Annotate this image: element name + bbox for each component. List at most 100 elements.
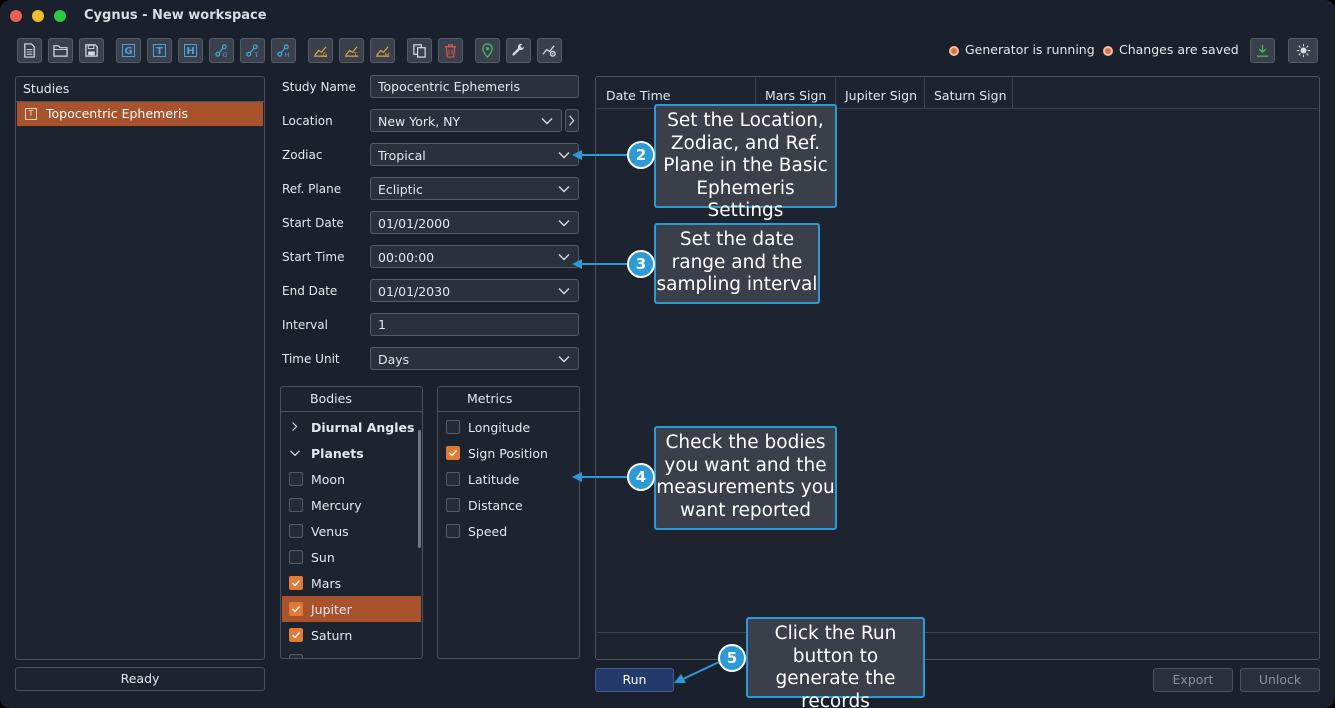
checkmark-icon bbox=[292, 606, 301, 613]
start-time-picker[interactable]: 00:00:00 bbox=[370, 245, 579, 268]
line-chart-t-icon: T bbox=[344, 46, 358, 58]
column-header-jupiter-sign[interactable]: Jupiter Sign bbox=[836, 78, 925, 108]
new-file-button[interactable] bbox=[17, 38, 42, 63]
graph-h-button[interactable]: H bbox=[271, 38, 296, 63]
body-checkbox[interactable] bbox=[289, 550, 303, 564]
svg-text:H: H bbox=[384, 51, 389, 58]
body-item-mercury[interactable]: Mercury bbox=[282, 492, 421, 518]
tools-button[interactable] bbox=[506, 38, 531, 63]
chevron-down-icon bbox=[558, 186, 570, 193]
studies-header: Studies bbox=[16, 77, 264, 102]
body-item-jupiter[interactable]: Jupiter bbox=[282, 596, 421, 622]
column-header-saturn-sign[interactable]: Saturn Sign bbox=[925, 78, 1013, 108]
metric-label: Sign Position bbox=[468, 446, 548, 461]
checkmark-icon bbox=[449, 450, 458, 457]
study-item-topocentric-ephemeris[interactable]: T Topocentric Ephemeris bbox=[17, 102, 263, 126]
locations-button[interactable] bbox=[475, 38, 500, 63]
new-geocentric-study-button[interactable]: G bbox=[116, 38, 141, 63]
minimize-window-button[interactable] bbox=[32, 10, 44, 22]
group-label: Planets bbox=[311, 446, 364, 461]
interval-input[interactable] bbox=[371, 314, 578, 335]
wrench-icon bbox=[512, 43, 525, 56]
body-checkbox bbox=[289, 654, 303, 658]
results-table-header: Date Time Mars Sign Jupiter Sign Saturn … bbox=[597, 78, 1318, 109]
end-date-picker[interactable]: 01/01/2030 bbox=[370, 279, 579, 302]
study-name-input[interactable] bbox=[371, 76, 578, 97]
export-button[interactable]: Export bbox=[1153, 668, 1233, 692]
chart-t-button[interactable]: T bbox=[339, 38, 364, 63]
body-item-sun[interactable]: Sun bbox=[282, 544, 421, 570]
ref-plane-dropdown[interactable]: Ecliptic bbox=[370, 177, 579, 200]
metric-item-speed[interactable]: Speed bbox=[439, 518, 578, 544]
location-value: New York, NY bbox=[378, 114, 461, 129]
duplicate-button[interactable] bbox=[407, 38, 432, 63]
save-button[interactable] bbox=[79, 38, 104, 63]
metric-item-sign-position[interactable]: Sign Position bbox=[439, 440, 578, 466]
save-status-indicator bbox=[1103, 46, 1113, 56]
chart-g-button[interactable]: G bbox=[308, 38, 333, 63]
new-file-icon bbox=[24, 43, 35, 58]
group-diurnal-angles[interactable]: Diurnal Angles bbox=[282, 414, 421, 440]
body-label: Mars bbox=[311, 576, 342, 591]
body-checkbox-checked[interactable] bbox=[289, 576, 303, 590]
body-checkbox[interactable] bbox=[289, 498, 303, 512]
zodiac-label: Zodiac bbox=[282, 148, 323, 162]
metric-checkbox[interactable] bbox=[446, 420, 460, 434]
chevron-down-icon bbox=[558, 288, 570, 295]
metric-item-distance[interactable]: Distance bbox=[439, 492, 578, 518]
bodies-panel: Bodies Diurnal Angles Planets Moon Mercu… bbox=[280, 386, 423, 659]
metric-checkbox[interactable] bbox=[446, 498, 460, 512]
download-button[interactable] bbox=[1250, 38, 1275, 63]
settings-button[interactable] bbox=[537, 38, 562, 63]
column-header-mars-sign[interactable]: Mars Sign bbox=[756, 78, 836, 108]
group-label: Diurnal Angles bbox=[311, 420, 415, 435]
body-item-venus[interactable]: Venus bbox=[282, 518, 421, 544]
group-planets[interactable]: Planets bbox=[282, 440, 421, 466]
metric-item-latitude[interactable]: Latitude bbox=[439, 466, 578, 492]
theme-toggle-button[interactable] bbox=[1288, 38, 1318, 63]
node-graph-t-icon: T bbox=[246, 44, 259, 58]
time-unit-dropdown[interactable]: Days bbox=[370, 347, 579, 370]
body-item-mars[interactable]: Mars bbox=[282, 570, 421, 596]
graph-g-button[interactable]: G bbox=[209, 38, 234, 63]
study-item-label: Topocentric Ephemeris bbox=[46, 106, 189, 121]
metric-item-longitude[interactable]: Longitude bbox=[439, 414, 578, 440]
chevron-down-icon bbox=[558, 220, 570, 227]
trash-icon bbox=[444, 44, 457, 58]
close-window-button[interactable] bbox=[10, 10, 22, 22]
metric-checkbox[interactable] bbox=[446, 472, 460, 486]
run-button[interactable]: Run bbox=[595, 668, 674, 692]
body-checkbox-checked[interactable] bbox=[289, 602, 303, 616]
body-label: Venus bbox=[311, 524, 349, 539]
zodiac-dropdown[interactable]: Tropical bbox=[370, 143, 579, 166]
body-checkbox[interactable] bbox=[289, 524, 303, 538]
start-date-picker[interactable]: 01/01/2000 bbox=[370, 211, 579, 234]
location-details-button[interactable] bbox=[565, 109, 579, 132]
metric-checkbox-checked[interactable] bbox=[446, 446, 460, 460]
start-date-label: Start Date bbox=[282, 216, 344, 230]
delete-button[interactable] bbox=[438, 38, 463, 63]
metric-checkbox[interactable] bbox=[446, 524, 460, 538]
metric-label: Longitude bbox=[468, 420, 531, 435]
body-item-saturn[interactable]: Saturn bbox=[282, 622, 421, 648]
new-topocentric-study-button[interactable]: T bbox=[147, 38, 172, 63]
body-item-moon[interactable]: Moon bbox=[282, 466, 421, 492]
zoom-window-button[interactable] bbox=[54, 10, 66, 22]
interval-field[interactable] bbox=[370, 313, 579, 336]
unlock-button[interactable]: Unlock bbox=[1240, 668, 1320, 692]
body-checkbox[interactable] bbox=[289, 472, 303, 486]
time-unit-value: Days bbox=[378, 352, 410, 367]
new-heliocentric-study-button[interactable]: H bbox=[178, 38, 203, 63]
chart-h-button[interactable]: H bbox=[370, 38, 395, 63]
column-header-date-time[interactable]: Date Time bbox=[597, 78, 756, 108]
line-chart-g-icon: G bbox=[313, 46, 327, 58]
location-dropdown[interactable]: New York, NY bbox=[370, 109, 562, 132]
save-status-text: Changes are saved bbox=[1119, 42, 1239, 57]
bodies-scrollbar[interactable] bbox=[418, 430, 421, 548]
open-folder-button[interactable] bbox=[48, 38, 73, 63]
body-checkbox-checked[interactable] bbox=[289, 628, 303, 642]
graph-t-button[interactable]: T bbox=[240, 38, 265, 63]
results-footer-divider bbox=[597, 632, 1318, 633]
study-name-field[interactable] bbox=[370, 75, 579, 98]
